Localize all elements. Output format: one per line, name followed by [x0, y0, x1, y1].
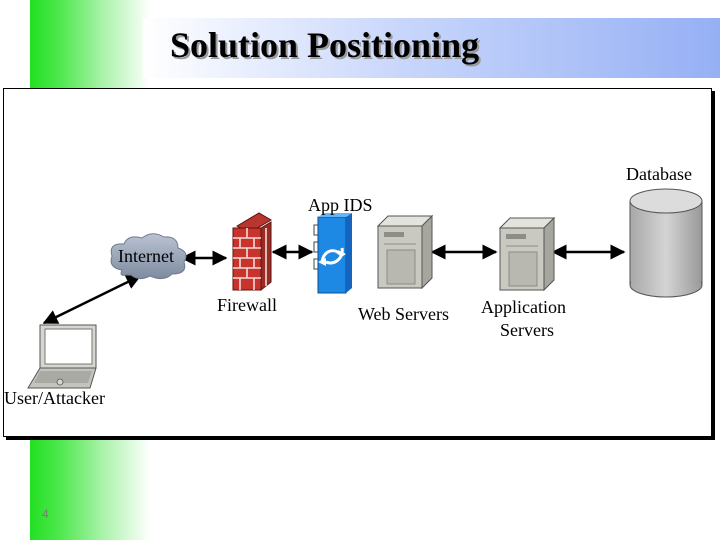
user-attacker-label: User/Attacker: [4, 388, 105, 408]
app-servers-label-line2: Servers: [500, 320, 554, 340]
user-internet-arrow: [42, 274, 142, 325]
server-icon: [498, 216, 556, 292]
firewall-icon: [232, 212, 272, 292]
server-icon: [376, 214, 434, 290]
title-background: [143, 18, 720, 78]
database-label: Database: [626, 164, 692, 184]
app-ids-label: App IDS: [308, 195, 373, 215]
firewall-label: Firewall: [217, 295, 277, 315]
web-servers-label: Web Servers: [358, 304, 450, 324]
page-number: 4: [42, 507, 49, 521]
cloud-icon: [110, 233, 187, 280]
ids-icon: [313, 213, 352, 294]
laptop-icon: [27, 324, 97, 389]
slide-title: Solution Positioning: [170, 25, 480, 65]
database-icon: [629, 188, 703, 298]
connector-arrows: [42, 244, 626, 325]
internet-label: Internet: [118, 246, 174, 266]
app-servers-label-line1: Application: [481, 297, 566, 317]
